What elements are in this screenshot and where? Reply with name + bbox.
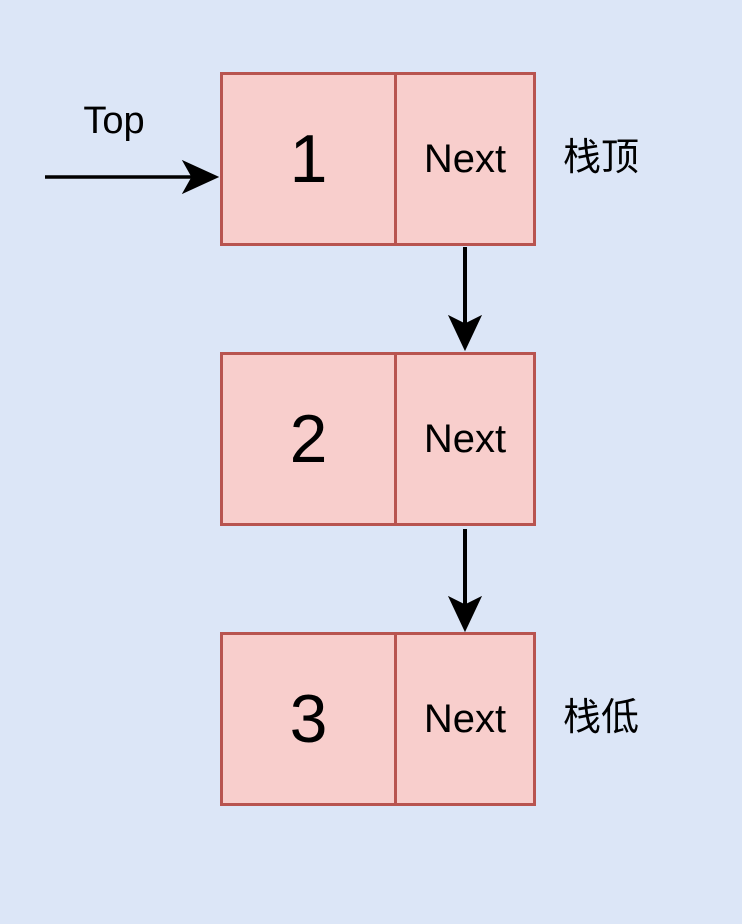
node-2-value: 2 xyxy=(289,401,328,477)
list-node-1: 1 Next xyxy=(220,72,536,246)
list-node-3: 3 Next xyxy=(220,632,536,806)
node-2-next-label: Next xyxy=(423,417,507,461)
node-3-value: 3 xyxy=(289,681,328,757)
list-node-2: 2 Next xyxy=(220,352,536,526)
node-3-next-label: Next xyxy=(423,697,507,741)
stack-top-label: 栈顶 xyxy=(563,137,640,179)
top-pointer-arrow xyxy=(45,159,220,195)
node-2-next-cell: Next xyxy=(397,355,533,523)
node-1-data-cell: 1 xyxy=(223,75,397,243)
node-1-next-label: Next xyxy=(423,137,507,181)
top-pointer-label: Top xyxy=(83,100,145,142)
node-3-next-cell: Next xyxy=(397,635,533,803)
node-2-data-cell: 2 xyxy=(223,355,397,523)
node-1-next-cell: Next xyxy=(397,75,533,243)
stack-bottom-label: 栈低 xyxy=(563,697,640,739)
next-arrow-node1-to-node2 xyxy=(447,247,483,352)
node-1-value: 1 xyxy=(289,121,328,197)
next-arrow-node2-to-node3 xyxy=(447,529,483,633)
node-3-data-cell: 3 xyxy=(223,635,397,803)
